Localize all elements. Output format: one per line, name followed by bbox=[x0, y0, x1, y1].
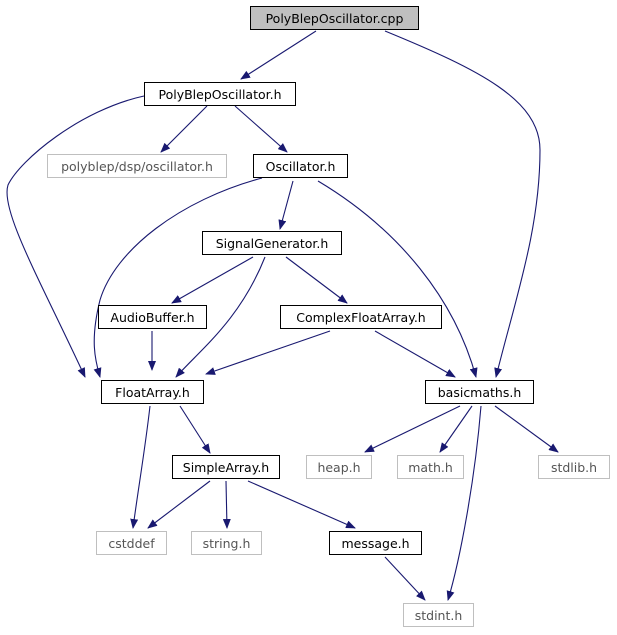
edge-signalgen-to-audiobuffer bbox=[171, 256, 254, 304]
edge-oscillator-to-floatarray bbox=[93, 177, 263, 378]
edge-complexfloat-to-floatarray bbox=[205, 330, 331, 375]
node-complexfloatarray-h[interactable]: ComplexFloatArray.h bbox=[280, 305, 442, 329]
node-cstddef[interactable]: cstddef bbox=[96, 531, 167, 555]
edge-cpp-to-basicmaths bbox=[384, 30, 541, 378]
edge-floatarray-to-cstddef bbox=[130, 405, 151, 529]
node-basicmaths-h[interactable]: basicmaths.h bbox=[425, 380, 534, 404]
edge-oscillator-to-basicmaths bbox=[317, 180, 478, 378]
edge-signalgen-to-complexfloat bbox=[285, 256, 348, 304]
edge-basicmaths-to-stdint bbox=[446, 405, 482, 601]
edge-polyblep-to-oscillator bbox=[234, 105, 288, 153]
edge-polyblep-to-floatarray bbox=[6, 95, 145, 378]
node-math-h[interactable]: math.h bbox=[397, 455, 464, 479]
edge-complexfloat-to-basicmaths bbox=[374, 330, 456, 378]
edge-floatarray-to-simplearray bbox=[179, 405, 211, 454]
node-heap-h[interactable]: heap.h bbox=[306, 455, 372, 479]
node-stdint-h[interactable]: stdint.h bbox=[403, 603, 474, 627]
node-polyblep-oscillator-cpp[interactable]: PolyBlepOscillator.cpp bbox=[250, 6, 419, 30]
node-floatarray-h[interactable]: FloatArray.h bbox=[101, 380, 204, 404]
node-simplearray-h[interactable]: SimpleArray.h bbox=[172, 455, 280, 479]
node-oscillator-h[interactable]: Oscillator.h bbox=[253, 154, 348, 178]
edge-cpp-to-polyblep-h bbox=[240, 30, 317, 80]
node-stdlib-h[interactable]: stdlib.h bbox=[538, 455, 610, 479]
edge-simplearray-to-cstddef bbox=[147, 480, 211, 529]
edge-basicmaths-to-math bbox=[439, 405, 473, 453]
edge-simplearray-to-message bbox=[247, 480, 356, 529]
node-message-h[interactable]: message.h bbox=[329, 531, 422, 555]
edge-polyblep-to-dsp-osc bbox=[160, 105, 208, 153]
node-polyblep-oscillator-h[interactable]: PolyBlepOscillator.h bbox=[144, 82, 296, 106]
edge-basicmaths-to-heap bbox=[364, 405, 461, 453]
node-signalgenerator-h[interactable]: SignalGenerator.h bbox=[202, 231, 342, 255]
edge-simplearray-to-string bbox=[222, 480, 231, 529]
edge-basicmaths-to-stdlib bbox=[494, 405, 559, 453]
node-polyblep-dsp-oscillator-h[interactable]: polyblep/dsp/oscillator.h bbox=[47, 154, 227, 178]
edge-signalgen-to-floatarray bbox=[175, 256, 266, 378]
edge-oscillator-to-signalgen bbox=[278, 180, 294, 230]
node-string-h[interactable]: string.h bbox=[191, 531, 262, 555]
node-audiobuffer-h[interactable]: AudioBuffer.h bbox=[98, 305, 207, 329]
edge-message-to-stdint bbox=[384, 556, 426, 601]
